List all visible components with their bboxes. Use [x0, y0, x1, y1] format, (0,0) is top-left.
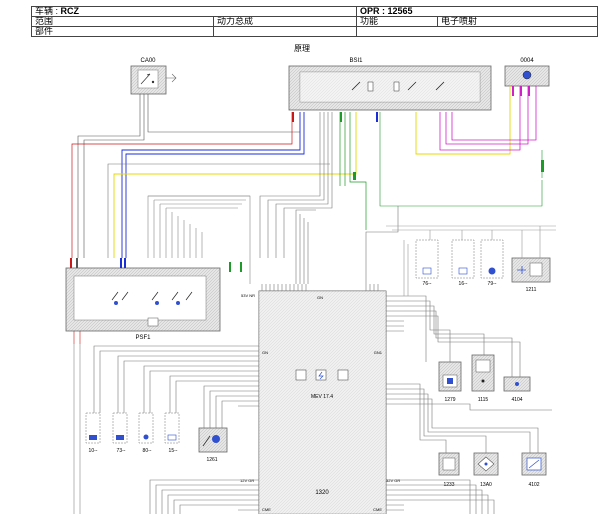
ground-icon — [166, 73, 177, 83]
connector-53v: 53V NR — [241, 293, 255, 298]
ca00-label: CA00 — [140, 58, 156, 64]
ref-79-label: 79-- — [488, 281, 497, 287]
sensor-icon — [488, 267, 496, 275]
c4104-component: 4104 — [503, 376, 531, 403]
c1115-component: 1115 — [471, 354, 495, 403]
connector-cme-right: CME — [373, 507, 382, 512]
ref-80-label: 80-- — [143, 448, 152, 454]
part-label: 部件 — [33, 27, 214, 36]
pump-icon — [517, 266, 526, 274]
c1261-label: 1261 — [206, 457, 217, 463]
c13a0-component: 13A0 — [473, 452, 499, 488]
diagram-title: 原理 — [294, 44, 310, 53]
connector-gn1-right: GN1 — [374, 350, 383, 355]
ca00-component: CA00 — [130, 58, 177, 95]
ref-76-box: 76-- — [415, 239, 439, 287]
c0004-label: 0004 — [520, 58, 534, 64]
c13a0-label: 13A0 — [480, 482, 492, 488]
c4102-component: 4102 — [521, 452, 547, 488]
c4102-label: 4102 — [528, 482, 539, 488]
ref-16-box: 16-- — [451, 239, 475, 287]
ecu-code: 1320 — [315, 490, 329, 496]
ref-73-label: 73-- — [117, 448, 126, 454]
relay-icon — [351, 81, 445, 91]
ref-15-box: 15-- — [164, 412, 180, 454]
pin-markers — [70, 86, 544, 272]
connector-gn-left: GN — [262, 350, 268, 355]
ecu-1320-component: MEV 17.4 1320 GN GN GN1 53V NR 12V GR 32… — [240, 290, 400, 514]
c4104-label: 4104 — [511, 397, 522, 403]
c1115-label: 1115 — [478, 397, 489, 403]
psf1-component: PSF1 — [65, 267, 221, 341]
scope-value: 动力总成 — [217, 16, 254, 26]
relay-icon — [111, 291, 193, 301]
ecu-model: MEV 17.4 — [311, 394, 333, 400]
wires — [71, 86, 556, 514]
connector-cme-left: CME — [262, 507, 271, 512]
fuse-icon — [367, 81, 374, 92]
ecu-pin-stubs — [238, 295, 404, 511]
c1211-label: 1211 — [526, 287, 537, 293]
c1279-component: 1279 — [438, 361, 462, 403]
vehicle-label: 车辆 : — [35, 6, 59, 16]
lightning-icon — [318, 371, 324, 380]
switch-icon — [140, 73, 151, 85]
ref-10-label: 10-- — [89, 448, 98, 454]
c1211-component: 1211 — [511, 257, 551, 293]
bsi1-component: BSI1 — [288, 58, 492, 111]
ref-80-box: 80-- — [138, 412, 154, 454]
vehicle-value: RCZ — [60, 6, 80, 16]
c1279-label: 1279 — [444, 397, 455, 403]
scope-label: 范围 — [33, 17, 214, 26]
opr-label: OPR : — [360, 6, 386, 16]
psf1-label: PSF1 — [135, 335, 151, 341]
c0004-component: 0004 — [504, 58, 550, 87]
ref-15-label: 15-- — [169, 448, 178, 454]
ref-79-box: 79-- — [480, 239, 504, 287]
connector-gn-top: GN — [317, 295, 323, 300]
connector-32v: 32V GR — [386, 478, 400, 483]
ref-16-label: 16-- — [459, 281, 468, 287]
bsi1-label: BSI1 — [349, 58, 363, 64]
part-value — [356, 26, 598, 37]
c1233-component: 1233 — [438, 452, 460, 488]
opr-value: 12565 — [387, 6, 413, 16]
ref-10-box: 10-- — [85, 412, 101, 454]
header-table: 车辆 : RCZ OPR : 12565 范围动力总成 功能 电子喷射 部件 — [31, 6, 598, 37]
connector-12v: 12V GR — [240, 478, 254, 483]
ref-76-label: 76-- — [423, 281, 432, 287]
c1261-component: 1261 — [198, 427, 228, 463]
display-icon — [522, 70, 532, 80]
ref-73-box: 73-- — [112, 412, 128, 454]
